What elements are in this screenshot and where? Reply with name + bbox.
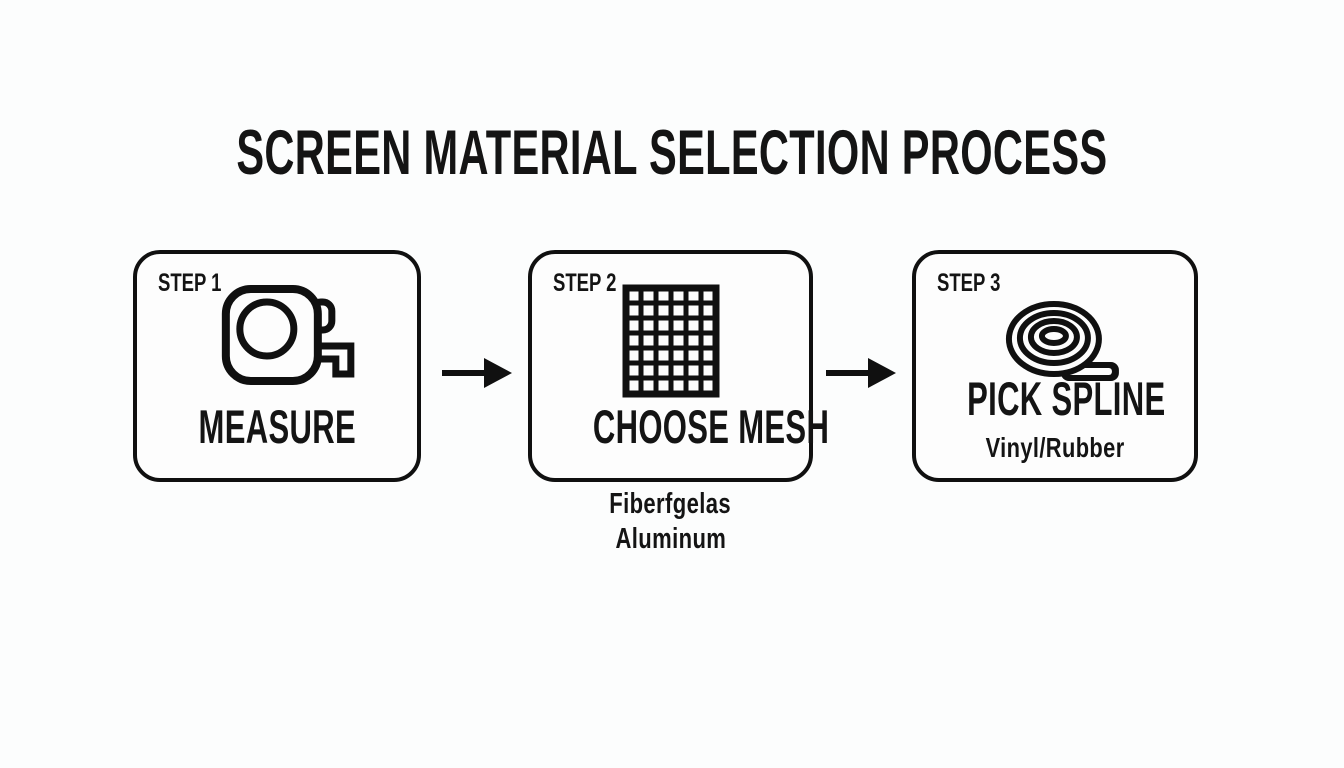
arrow-right-icon	[442, 358, 512, 388]
arrow-right-icon	[826, 358, 896, 388]
step-box-measure: STEP 1 MEASURE	[133, 250, 421, 482]
step-1-title: MEASURE	[198, 400, 356, 453]
step-3-label: STEP 3	[937, 269, 1001, 297]
step-box-choose-mesh: STEP 2 CHOOSE MESH	[528, 250, 830, 482]
page-title: SCREEN MATERIAL SELECTION PROCESS	[0, 122, 1344, 185]
page-title-text: SCREEN MATERIAL SELECTION PROCESS	[236, 118, 1108, 188]
mesh-option-fiberglass: Fiberfgelas	[609, 488, 732, 520]
step-3-title: PICK SPLINE	[967, 372, 1166, 425]
step-3-subtitle: Vinyl/Rubber	[985, 432, 1125, 463]
step-2-label: STEP 2	[553, 269, 617, 297]
tape-measure-icon	[221, 285, 355, 385]
step-1-label: STEP 1	[158, 269, 222, 297]
step-box-pick-spline: STEP 3 PICK SPLINE Vinyl/Rubber	[912, 250, 1198, 482]
step-2-title: CHOOSE MESH	[592, 400, 830, 453]
mesh-option-aluminum: Aluminum	[615, 523, 726, 555]
spline-coil-icon	[1005, 301, 1119, 381]
mesh-grid-icon	[622, 284, 719, 398]
